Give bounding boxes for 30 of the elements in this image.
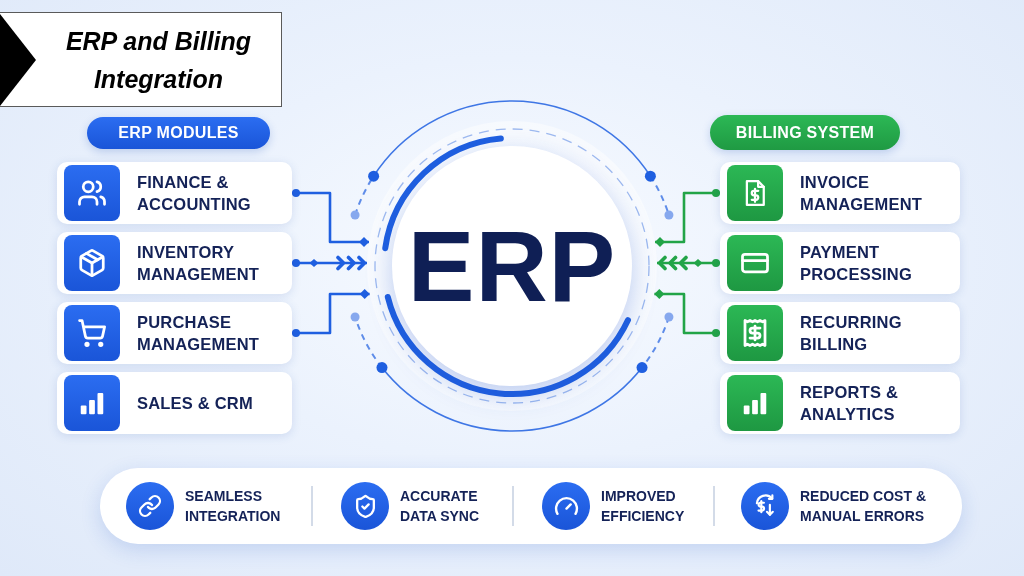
- section-header: [710, 115, 900, 150]
- card-title: REPORTS & ANALYTICS: [800, 382, 900, 425]
- benefit-label: SEAMLESS INTEGRATION: [185, 487, 282, 526]
- module-card: [720, 302, 960, 364]
- module-card: [57, 232, 292, 294]
- module-card: [57, 302, 292, 364]
- section-header: [87, 117, 270, 149]
- module-card: [57, 372, 292, 434]
- module-card: [57, 162, 292, 224]
- module-card: [720, 372, 960, 434]
- hub-title: ERP: [407, 216, 617, 316]
- card-title: FINANCE & ACCOUNTING: [137, 172, 252, 215]
- diagram-title: ERP and Billing Integration: [64, 25, 253, 95]
- connector-line: [654, 289, 720, 337]
- card-title: INVENTORY MANAGEMENT: [137, 242, 261, 285]
- card-title: INVOICE MANAGEMENT: [800, 172, 924, 215]
- section-title: ERP MODULES: [118, 124, 239, 142]
- section-title: BILLING SYSTEM: [735, 123, 875, 142]
- card-title: RECURRING BILLING: [800, 312, 903, 355]
- module-card: [720, 162, 960, 224]
- card-title: PAYMENT PROCESSING: [800, 242, 914, 285]
- benefit-label: REDUCED COST & MANUAL ERRORS: [800, 487, 927, 526]
- card-title: SALES & CRM: [137, 393, 254, 414]
- benefit-label: IMPROVED EFFICIENCY: [601, 487, 686, 526]
- card-title: PURCHASE MANAGEMENT: [137, 312, 261, 355]
- connector-line: [655, 189, 720, 247]
- connector-line: [292, 289, 370, 337]
- benefit-label: ACCURATE DATA SYNC: [400, 487, 481, 526]
- module-card: [720, 232, 960, 294]
- connector-line: [292, 189, 369, 247]
